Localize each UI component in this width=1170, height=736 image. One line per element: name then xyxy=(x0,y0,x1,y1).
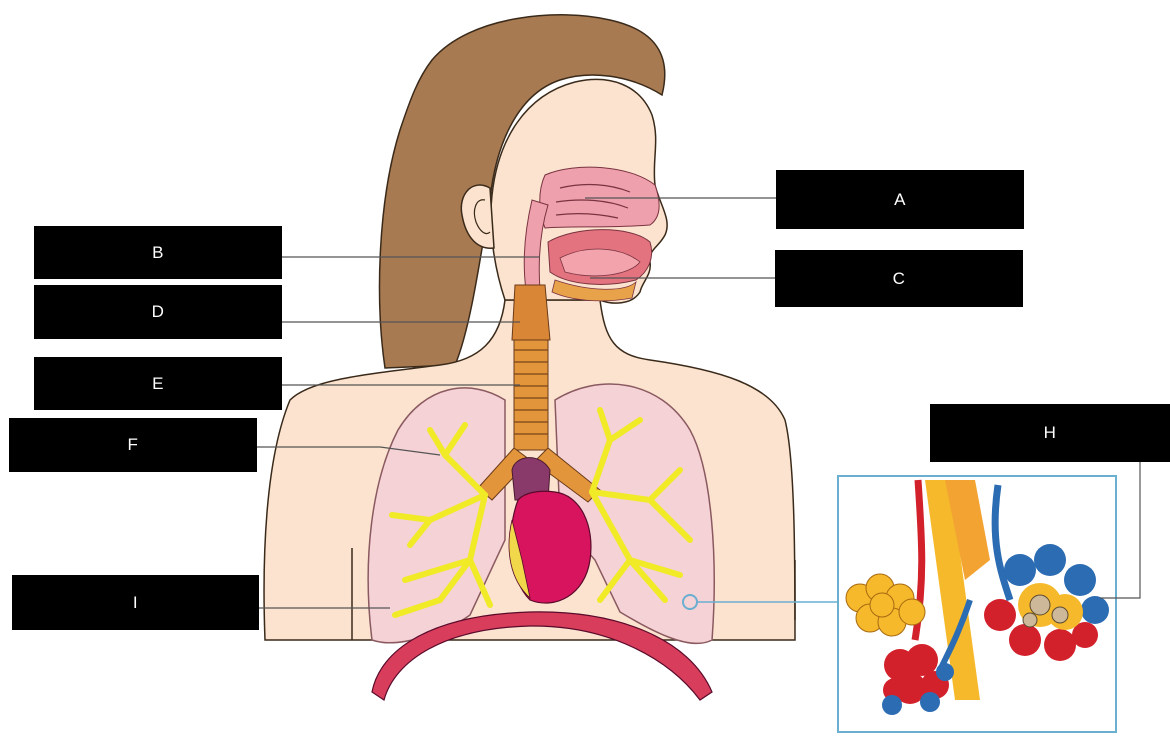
label-text-e: E xyxy=(152,374,164,394)
larynx xyxy=(512,285,550,340)
label-text-f: F xyxy=(128,435,139,455)
label-text-i: I xyxy=(133,593,138,613)
label-box-b[interactable]: B xyxy=(34,226,282,279)
label-text-b: B xyxy=(152,243,164,263)
label-text-c: C xyxy=(893,269,906,289)
label-box-e[interactable]: E xyxy=(34,357,282,410)
label-box-h[interactable]: H xyxy=(930,404,1170,462)
label-box-a[interactable]: A xyxy=(776,170,1024,229)
label-text-h: H xyxy=(1044,423,1057,443)
label-box-c[interactable]: C xyxy=(775,250,1023,307)
label-text-d: D xyxy=(152,302,165,322)
label-box-i[interactable]: I xyxy=(12,575,259,630)
label-text-a: A xyxy=(894,190,906,210)
label-box-d[interactable]: D xyxy=(34,285,282,339)
label-box-f[interactable]: F xyxy=(9,418,257,472)
